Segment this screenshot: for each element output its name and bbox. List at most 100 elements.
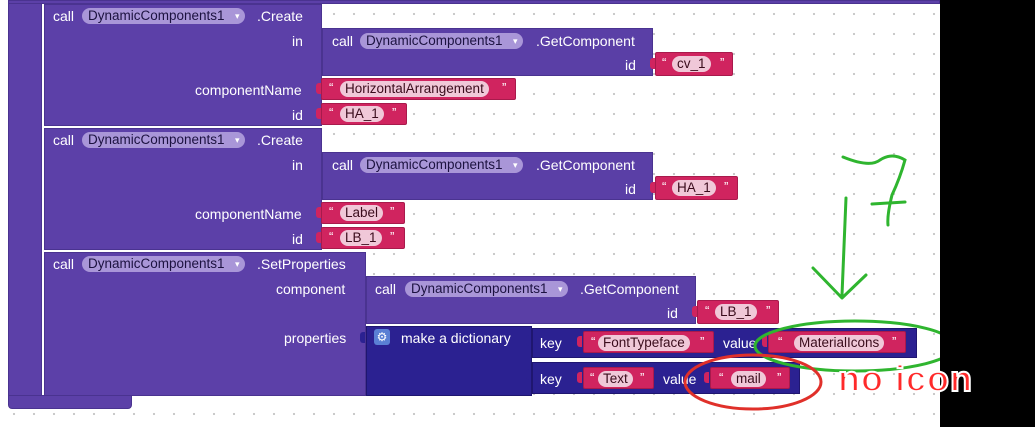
dropdown-arrow-icon: ▾: [235, 135, 240, 145]
component-label: component: [276, 281, 346, 297]
socket-notch: [692, 306, 697, 317]
blocks-workspace[interactable]: call DynamicComponents1 ▾ .Create in cal…: [0, 0, 940, 427]
string-value[interactable]: LB_1: [340, 230, 382, 246]
string-value[interactable]: mail: [731, 371, 766, 387]
event-block-top[interactable]: [8, 0, 940, 4]
socket-notch: [316, 108, 321, 119]
quote-open: “: [329, 105, 334, 120]
make-dictionary-label: make a dictionary: [401, 330, 511, 346]
green-arrow-icon: [811, 266, 868, 300]
quote-close: ”: [700, 334, 705, 349]
create-block-2[interactable]: [44, 128, 322, 250]
create-block-1[interactable]: [44, 4, 322, 126]
id-label: id: [667, 305, 678, 321]
socket-notch: [360, 282, 365, 293]
call-keyword: call: [332, 33, 354, 49]
event-block-bottom[interactable]: [8, 395, 132, 409]
method-label: .GetComponent: [536, 33, 635, 49]
string-value[interactable]: MaterialIcons: [794, 335, 885, 351]
dropdown-arrow-icon: ▾: [513, 160, 518, 170]
gear-icon[interactable]: ⚙: [374, 329, 390, 345]
id-label: id: [625, 181, 636, 197]
method-label: .Create: [257, 132, 303, 148]
quote-close: ”: [640, 370, 645, 385]
call-keyword: call: [375, 281, 397, 297]
string-value[interactable]: HA_1: [340, 106, 384, 122]
quote-open: “: [590, 370, 595, 385]
component-dropdown[interactable]: DynamicComponents1 ▾: [360, 33, 523, 49]
value-label: value: [723, 335, 757, 351]
socket-notch: [316, 207, 321, 218]
component-dropdown[interactable]: DynamicComponents1 ▾: [360, 157, 523, 173]
component-dropdown-label: DynamicComponents1: [366, 33, 503, 48]
in-label: in: [292, 33, 303, 49]
key-label: key: [540, 335, 562, 351]
make-dictionary-block[interactable]: [366, 326, 532, 396]
string-value[interactable]: Label: [340, 205, 384, 221]
string-value[interactable]: cv_1: [672, 56, 711, 72]
component-dropdown-label: DynamicComponents1: [88, 8, 225, 23]
properties-label: properties: [284, 330, 347, 346]
socket-notch: [316, 158, 321, 169]
green-scribble-icon: [870, 200, 907, 206]
socket-notch: [650, 182, 655, 193]
quote-open: “: [705, 303, 710, 318]
call-keyword: call: [332, 157, 354, 173]
componentname-label: componentName: [195, 82, 302, 98]
green-scribble-icon: [841, 154, 907, 227]
socket-notch: [762, 336, 767, 347]
component-dropdown-label: DynamicComponents1: [88, 256, 225, 271]
in-label: in: [292, 157, 303, 173]
quote-close: ”: [720, 55, 725, 70]
string-value[interactable]: HorizontalArrangement: [340, 81, 489, 97]
socket-notch: [526, 369, 531, 380]
component-dropdown[interactable]: DynamicComponents1 ▾: [82, 132, 245, 148]
component-dropdown[interactable]: DynamicComponents1 ▾: [82, 256, 245, 272]
call-keyword: call: [53, 8, 75, 24]
socket-notch: [316, 83, 321, 94]
event-block-body[interactable]: [8, 0, 42, 400]
quote-close: ”: [390, 229, 395, 244]
id-label: id: [292, 107, 303, 123]
quote-close: ”: [724, 179, 729, 194]
id-label: id: [292, 231, 303, 247]
method-label: .SetProperties: [257, 256, 346, 272]
quote-open: “: [329, 204, 334, 219]
value-label: value: [663, 371, 697, 387]
string-value[interactable]: LB_1: [715, 304, 757, 320]
string-value[interactable]: Text: [598, 371, 633, 387]
component-dropdown[interactable]: DynamicComponents1 ▾: [405, 281, 568, 297]
socket-notch: [577, 372, 582, 383]
component-dropdown-label: DynamicComponents1: [411, 281, 548, 296]
component-dropdown[interactable]: DynamicComponents1 ▾: [82, 8, 245, 24]
annotation-no-icon: no icon: [837, 357, 973, 400]
method-label: .GetComponent: [580, 281, 679, 297]
quote-open: “: [591, 334, 596, 349]
socket-notch: [360, 332, 365, 343]
quote-open: “: [778, 334, 783, 349]
socket-notch: [650, 58, 655, 69]
quote-close: ”: [390, 204, 395, 219]
green-arrow-icon: [840, 196, 848, 297]
component-dropdown-label: DynamicComponents1: [366, 157, 503, 172]
quote-close: ”: [892, 334, 897, 349]
socket-notch: [577, 336, 582, 347]
string-value[interactable]: FontTypeface: [598, 335, 690, 351]
quote-close: ”: [766, 303, 771, 318]
call-keyword: call: [53, 256, 75, 272]
key-label: key: [540, 371, 562, 387]
quote-open: “: [662, 55, 667, 70]
quote-open: “: [719, 370, 724, 385]
socket-notch: [316, 34, 321, 45]
quote-close: ”: [502, 80, 507, 95]
componentname-label: componentName: [195, 206, 302, 222]
dropdown-arrow-icon: ▾: [235, 259, 240, 269]
dropdown-arrow-icon: ▾: [513, 36, 518, 46]
method-label: .Create: [257, 8, 303, 24]
string-value[interactable]: HA_1: [672, 180, 716, 196]
quote-open: “: [329, 229, 334, 244]
component-dropdown-label: DynamicComponents1: [88, 132, 225, 147]
setproperties-block[interactable]: [44, 252, 366, 396]
quote-close: ”: [392, 105, 397, 120]
quote-close: ”: [777, 370, 782, 385]
